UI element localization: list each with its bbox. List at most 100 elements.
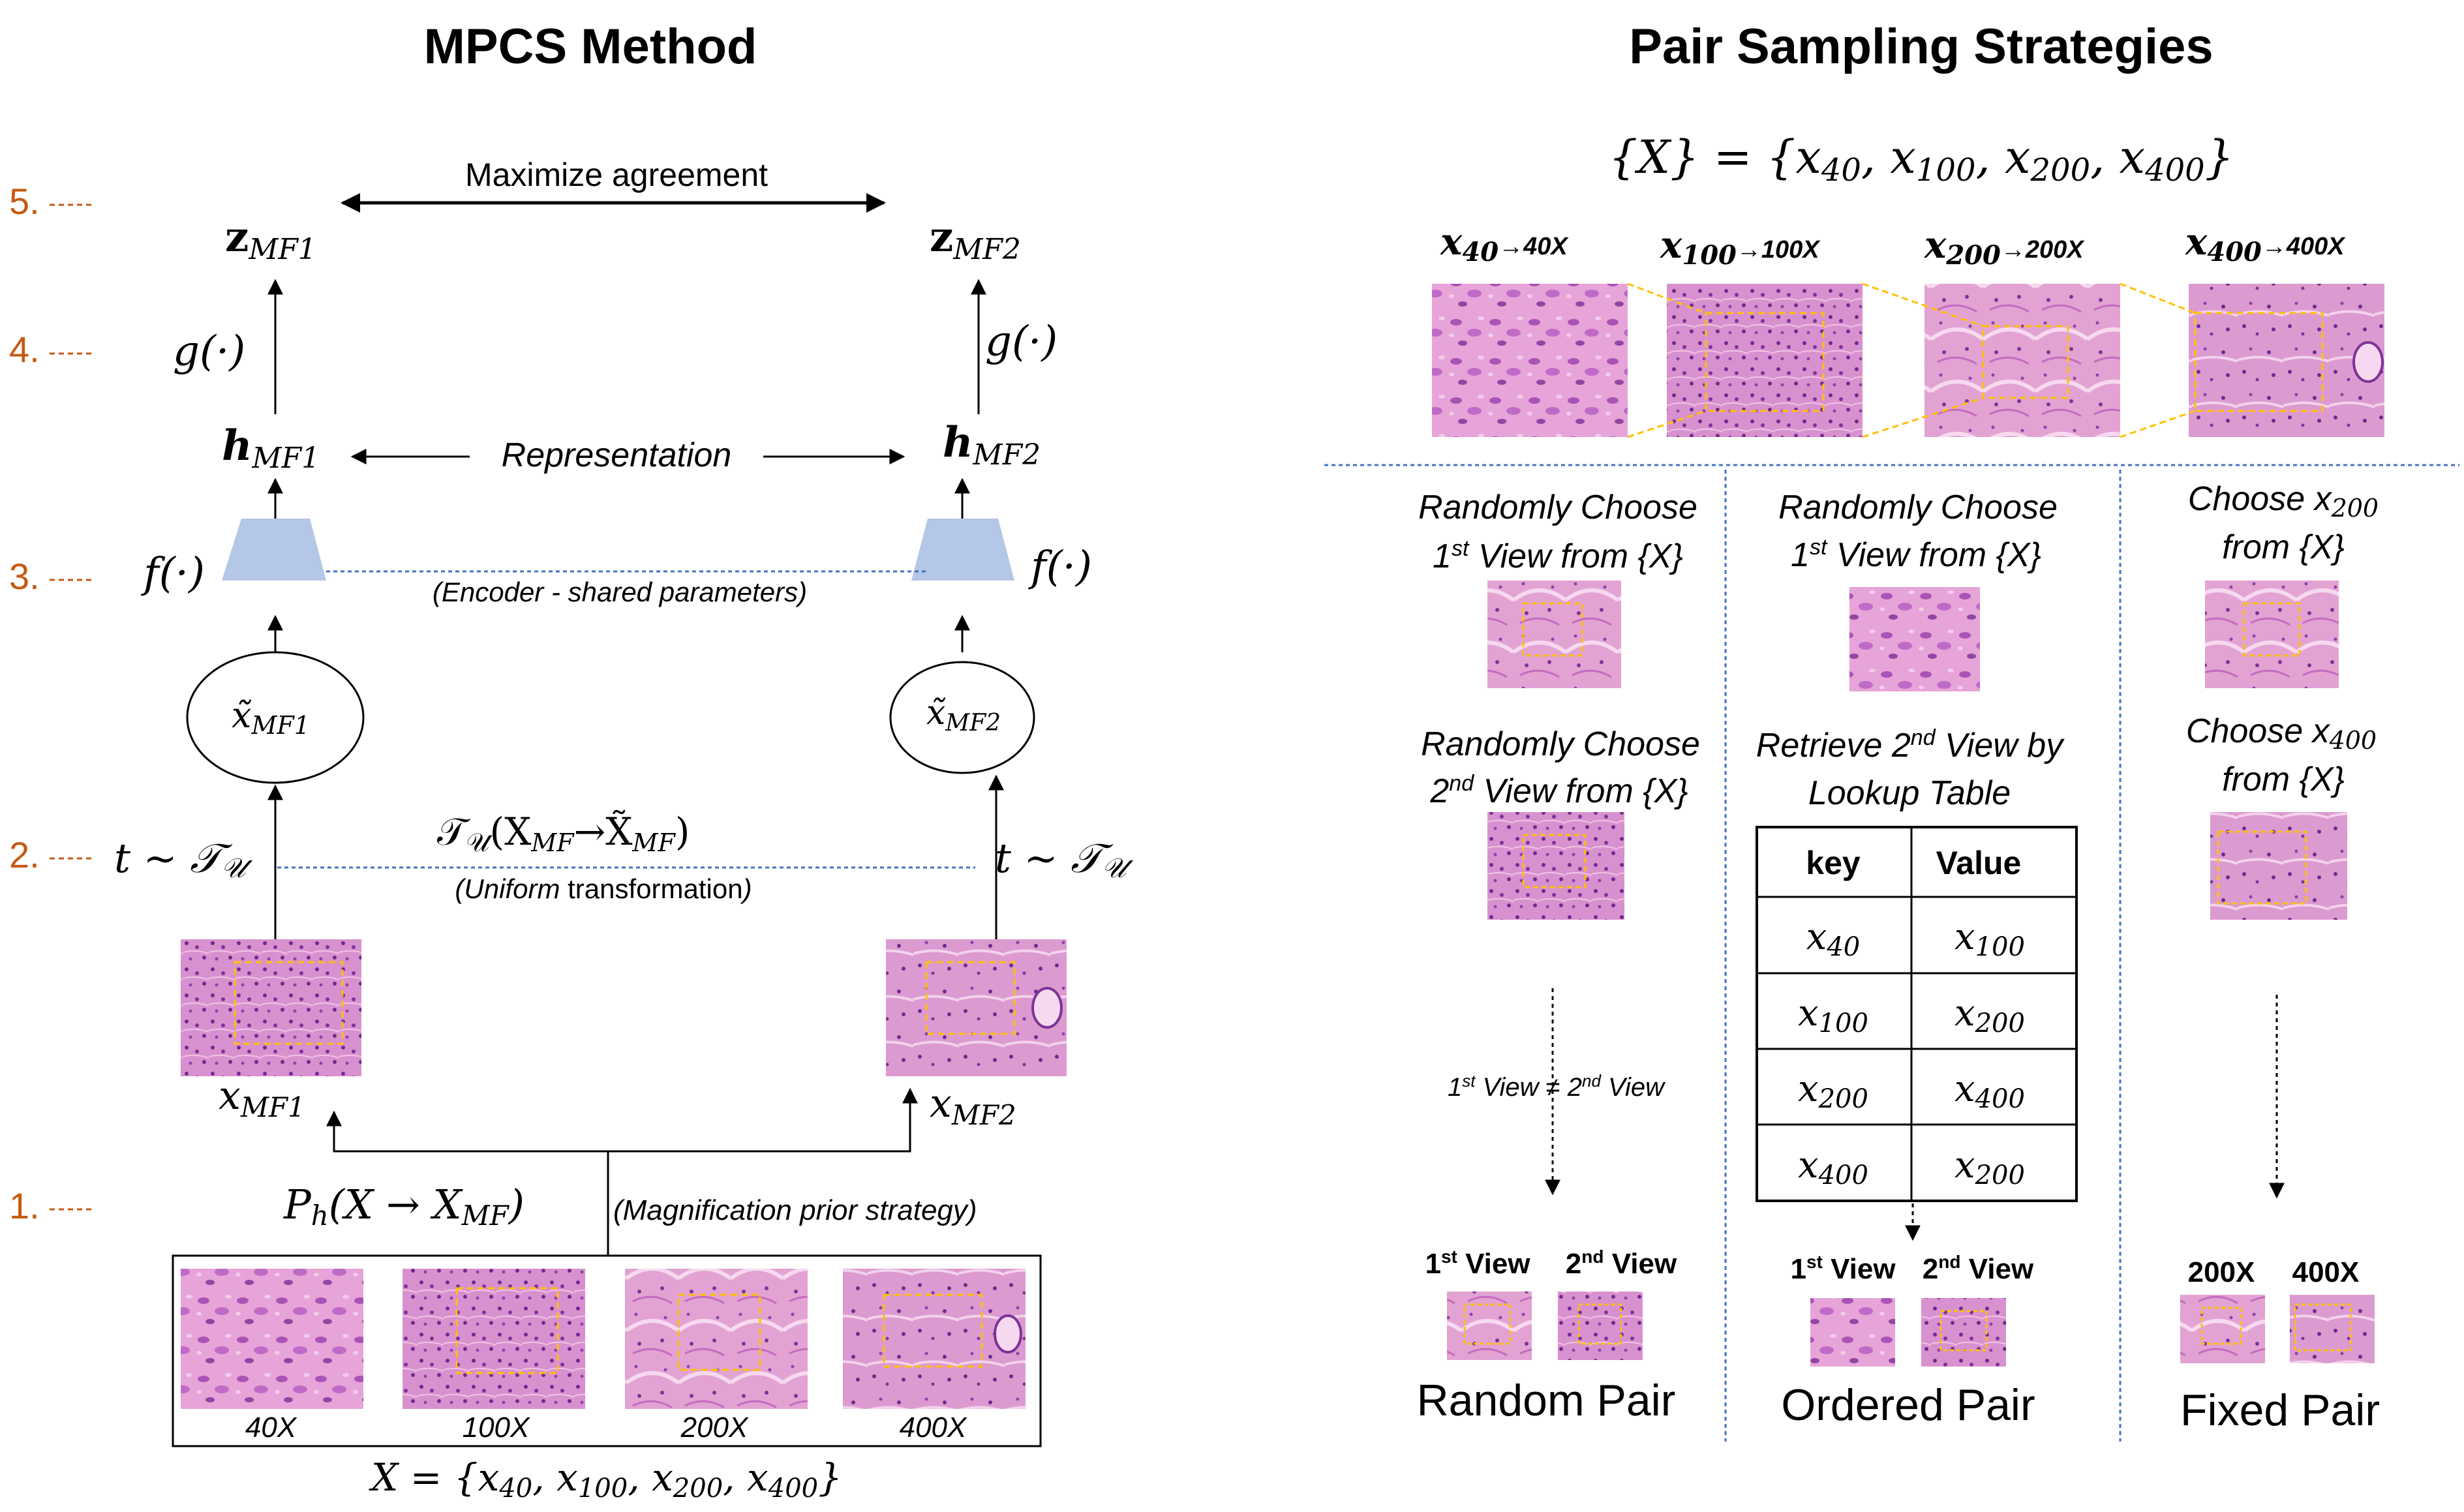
step-label-5: 5. [9, 181, 40, 222]
z-mf2-label: zMF2 [930, 213, 1021, 266]
fixed-pair-column: Choose x200 from {X} Choose x400 from {X… [2180, 480, 2380, 1435]
pair-sampling-title: Pair Sampling Strategies [1629, 19, 2213, 74]
mpcs-method-panel: MPCS Method 5. 4. 3. 2. 1. Maximize agre… [9, 19, 1134, 1504]
fixed-step2-line2: from {X} [2222, 761, 2345, 798]
step-label-4: 4. [9, 329, 40, 370]
ordered-step1-line1: Randomly Choose [1778, 489, 2058, 526]
encoder-left-shape [222, 519, 326, 581]
lookup-row4-key: x400 [1798, 1144, 1868, 1190]
image-200x-highlight [677, 1293, 761, 1371]
random-view2-label: 2nd View [1566, 1247, 1677, 1280]
fixed-pair-image-1-highlight [2200, 1307, 2242, 1345]
ordered-pair-image-2-highlight [1939, 1310, 1988, 1352]
fixed-view1-highlight [2243, 602, 2301, 657]
representation-label: Representation [502, 436, 732, 474]
random-step2-line2: 2nd View from {X} [1429, 771, 1688, 810]
prior-formula: Ph(X → XMF) [283, 1181, 525, 1232]
top-image-100x-highlight [1705, 312, 1825, 412]
random-step1-line1: Randomly Choose [1418, 489, 1697, 526]
lookup-row2-key: x100 [1798, 992, 1868, 1038]
z-mf1-label: zMF1 [225, 213, 316, 266]
random-view2-highlight [1522, 834, 1587, 888]
step-label-2: 2. [9, 834, 40, 875]
zoom-line-100-200-top [1862, 282, 1984, 327]
image-100x [403, 1269, 585, 1409]
transform-formula: 𝒯𝒰(XMF→X̃MF) [437, 809, 690, 858]
fixed-pair-image-2 [2290, 1295, 2375, 1363]
pair-sampling-panel: Pair Sampling Strategies {X} = {x40, x10… [1324, 19, 2459, 1442]
top-image-400x-highlight [2194, 312, 2324, 412]
lookup-row3-key: x200 [1798, 1068, 1868, 1114]
zoom-line-200-400-bottom [2120, 410, 2196, 438]
lookup-row1-key: x40 [1806, 916, 1861, 962]
top-image-200x-highlight [1982, 325, 2069, 399]
mag-header-100: x100→100X [1660, 224, 1821, 271]
prior-caption: (Magnification prior strategy) [613, 1194, 977, 1226]
fixed-step1-line1: Choose x200 [2188, 480, 2379, 522]
zoom-line-40-100-bottom [1627, 410, 1707, 438]
top-image-400x-vessel [2352, 341, 2384, 383]
ordered-view1-image [1849, 587, 1980, 691]
ordered-step1-line2: 1st View from {X} [1791, 535, 2041, 574]
image-400x-vessel [994, 1314, 1022, 1353]
ordered-pair-image-2 [1921, 1298, 2006, 1367]
fixed-view2-label: 400X [2292, 1256, 2360, 1288]
lookup-row1-value: x100 [1954, 916, 2025, 962]
uniform-caption: (Uniform transformation) [455, 873, 752, 904]
top-image-200x [1924, 284, 2120, 437]
image-400x-highlight [883, 1293, 983, 1368]
step-label-3: 3. [9, 556, 40, 597]
zoom-line-40-100-top [1627, 282, 1707, 314]
random-step2-line1: Randomly Choose [1421, 725, 1700, 763]
image-x-mf1-highlight [234, 961, 344, 1045]
random-view1-label: 1st View [1425, 1247, 1530, 1280]
lookup-header-key: key [1806, 845, 1861, 881]
mag-header-400: x400→400X [2185, 220, 2346, 267]
random-step1-line2: 1st View from {X} [1433, 536, 1683, 575]
f-label-left: f(·) [141, 549, 205, 597]
random-pair-label: Random Pair [1417, 1376, 1676, 1425]
mag-label-40x: 40X [245, 1412, 297, 1444]
t-sample-right: t ~ 𝒯𝒰 [995, 834, 1134, 884]
lookup-table-border [1756, 826, 2078, 1202]
mag-header-200: x200→200X [1924, 224, 2085, 271]
mag-label-200x: 200X [680, 1412, 749, 1444]
mag-label-100x: 100X [463, 1412, 530, 1444]
lookup-header-value: Value [1936, 845, 2022, 881]
augmented-view-mf2-label: x̃MF2 [926, 693, 1001, 736]
set-definition-right: {X} = {x40, x100, x200, x400} [1609, 130, 2234, 189]
augmented-view-mf2 [889, 661, 1035, 774]
lookup-row2-value: x200 [1954, 992, 2025, 1038]
random-constraint: 1st View ≠ 2nd View [1448, 1071, 1666, 1102]
image-x-mf1 [181, 939, 361, 1076]
lookup-table: key Value x40 x100 x100 x200 x200 x400 x… [1756, 826, 2078, 1202]
fixed-view1-image [2205, 581, 2339, 688]
zoom-line-200-400-top [2120, 282, 2196, 314]
fixed-step2-line1: Choose x400 [2186, 712, 2377, 755]
fixed-pair-image-1 [2180, 1295, 2265, 1363]
random-pair-image-2 [1558, 1292, 1643, 1360]
x-mf2-label: xMF2 [930, 1081, 1016, 1131]
random-pair-image-1-highlight [1463, 1303, 1512, 1345]
step-label-1: 1. [9, 1185, 40, 1226]
prior-connector [326, 1087, 918, 1153]
random-pair-image-2-highlight [1577, 1303, 1622, 1345]
image-x-mf2-highlight [925, 961, 1016, 1035]
random-pair-column: Randomly Choose 1st View from {X} Random… [1417, 489, 1700, 1425]
random-view1-highlight [1522, 602, 1583, 657]
lookup-row4-value: x200 [1954, 1144, 2025, 1190]
top-image-100x [1667, 284, 1863, 437]
h-mf1-label: hMF1 [222, 421, 320, 475]
random-view1-image [1487, 581, 1621, 688]
ordered-view2-label: 2nd View [1923, 1252, 2034, 1285]
zoom-line-100-200-bottom [1862, 397, 1984, 438]
image-x-mf2-vessel [1031, 987, 1063, 1029]
mag-header-40: x40→40X [1440, 220, 1569, 267]
ordered-pair-label: Ordered Pair [1781, 1380, 2035, 1430]
augmented-view-mf1-label: x̃MF1 [232, 695, 310, 740]
f-label-right: f(·) [1028, 543, 1092, 591]
ordered-pair-column: Randomly Choose 1st View from {X} Retrie… [1756, 489, 2078, 1430]
encoder-caption: (Encoder - shared parameters) [433, 577, 807, 607]
ordered-pair-image-1 [1810, 1298, 1895, 1367]
